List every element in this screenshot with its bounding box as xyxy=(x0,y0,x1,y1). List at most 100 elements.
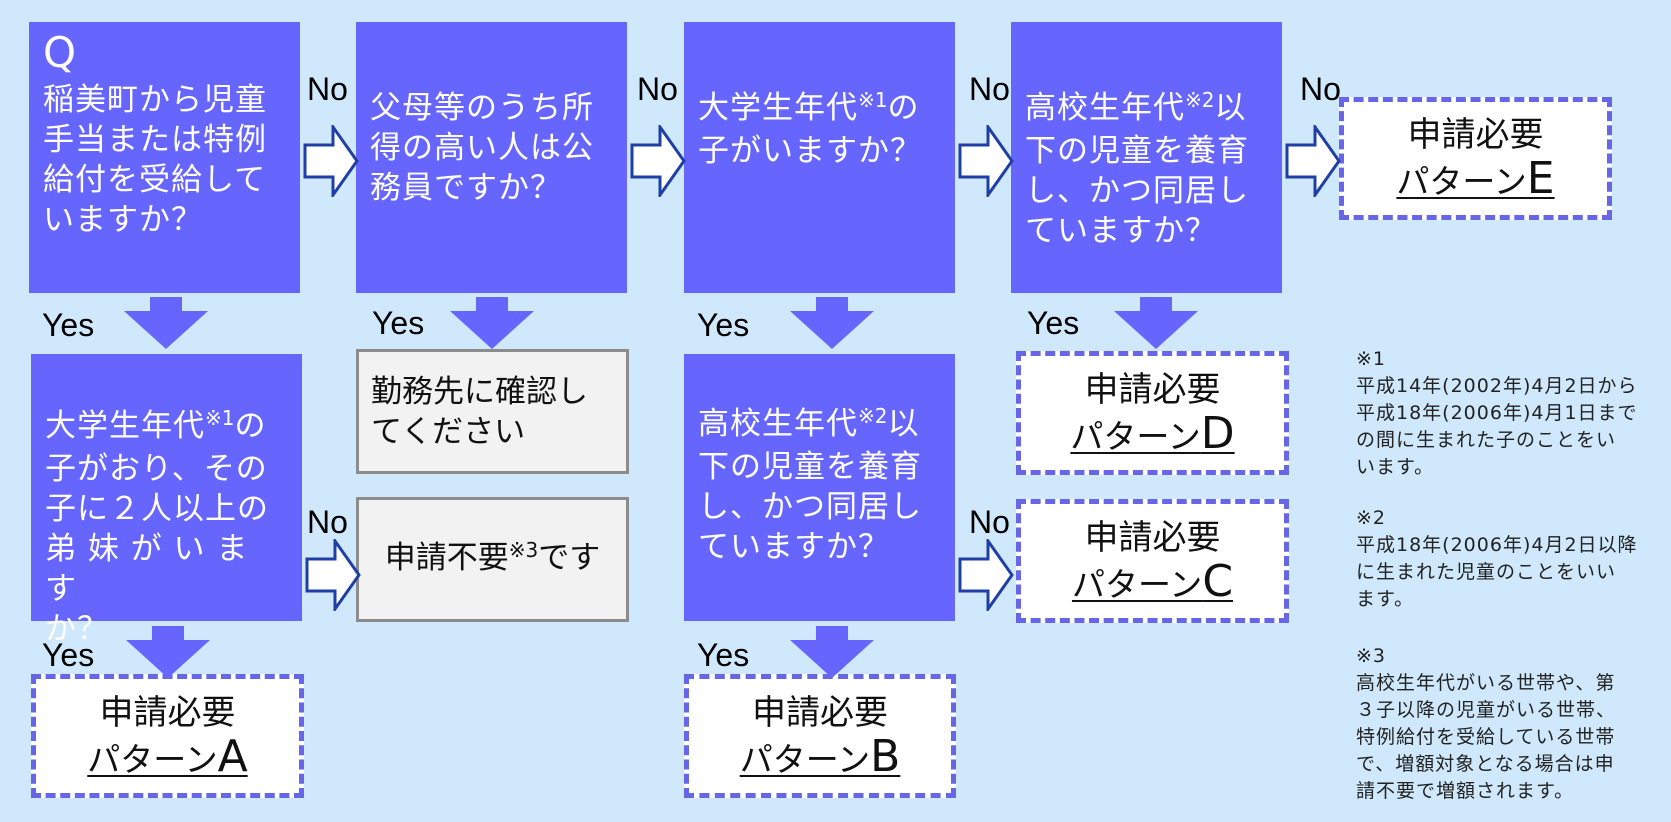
footnote-line: います。 xyxy=(1356,456,1435,478)
confirm-line: 勤務先に確認し xyxy=(371,373,588,410)
question-box-5: 大学生年代※1の 子がおり、その 子に２人以上の 弟 妹 が い ま す か？ xyxy=(31,354,302,647)
q1-line: 手当または特例 xyxy=(43,122,267,158)
q4-line: 下の児童を養育 xyxy=(1025,133,1249,169)
footnote-line: 特例給付を受給している世帯 xyxy=(1356,726,1616,748)
no-label: No xyxy=(637,71,678,107)
result-box-c: 申請必要 パターンC xyxy=(1016,499,1289,623)
q4-text: 高校生年代 xyxy=(1025,90,1185,126)
no-arrow-icon xyxy=(305,539,361,611)
pattern-letter: D xyxy=(1200,407,1235,459)
q5-text: 大学生年代 xyxy=(45,408,205,444)
no-label: No xyxy=(307,504,348,540)
q-mark: Q xyxy=(43,28,78,77)
footnote-1: ※1 平成14年(2002年)4月2日から 平成18年(2006年)4月1日まで… xyxy=(1356,346,1666,481)
footnote-ref-2: ※2 xyxy=(1185,88,1215,112)
result-required-label: 申請必要 xyxy=(99,692,236,733)
yes-label: Yes xyxy=(42,637,95,673)
q2-line: 得の高い人は公 xyxy=(370,130,594,166)
no-label: No xyxy=(969,71,1010,107)
footnote-line: の間に生まれた子のことをい xyxy=(1356,429,1617,451)
q1-line: 給付を受給して xyxy=(43,162,267,198)
result-box-d: 申請必要 パターンD xyxy=(1016,351,1289,475)
question-box-4: 高校生年代※2以 下の児童を養育 し、かつ同居し ていますか？ xyxy=(1011,22,1282,293)
footnote-3: ※3 高校生年代がいる世帯や、第 ３子以降の児童がいる世帯、 特例給付を受給して… xyxy=(1356,643,1666,805)
q5-line: 大学生年代※1の xyxy=(45,406,288,449)
q4-line: し、かつ同居し xyxy=(1025,173,1249,209)
q5-line: か？ xyxy=(45,611,109,647)
footnote-mark: ※1 xyxy=(1356,348,1387,370)
footnote-2: ※2 平成18年(2006年)4月2日以降 に生まれた児童のことをいい ます。 xyxy=(1356,505,1666,613)
q5-line: 弟 妹 が い ま す xyxy=(45,531,249,607)
pattern-prefix: パターン xyxy=(1396,162,1527,201)
yes-label: Yes xyxy=(697,307,750,343)
no-label: No xyxy=(969,504,1010,540)
yes-label: Yes xyxy=(1027,305,1080,341)
q3-line: 大学生年代※1の xyxy=(698,88,941,131)
not-required-label: 申請不要 xyxy=(384,540,509,576)
yes-label: Yes xyxy=(372,305,425,341)
footnote-mark: ※2 xyxy=(1356,507,1387,529)
q5-line: 子に２人以上の xyxy=(45,491,269,527)
not-required-suffix: です xyxy=(538,540,601,576)
pattern-letter: C xyxy=(1202,555,1234,607)
not-required-box: 申請不要※3です xyxy=(356,497,629,622)
q6-line: 高校生年代※2以 xyxy=(698,404,941,447)
result-box-b: 申請必要 パターンB xyxy=(684,674,956,798)
q4-line: 高校生年代※2以 xyxy=(1025,88,1268,131)
yes-arrow-icon xyxy=(790,297,874,349)
q3-line: 子がいますか？ xyxy=(698,133,922,169)
question-box-2: 父母等のうち所 得の高い人は公 務員ですか？ xyxy=(356,22,627,293)
question-box-3: 大学生年代※1の 子がいますか？ xyxy=(684,22,955,293)
no-arrow-icon xyxy=(630,125,686,197)
pattern-letter: A xyxy=(217,730,248,782)
footnote-line: 平成14年(2002年)4月2日から xyxy=(1356,375,1638,397)
question-box-1: Q 稲美町から児童 手当または特例 給付を受給して いますか？ xyxy=(29,22,300,293)
q6-line: 下の児童を養育 xyxy=(698,449,922,485)
footnote-line: 平成18年(2006年)4月1日まで xyxy=(1356,402,1638,424)
footnote-line: ３子以降の児童がいる世帯、 xyxy=(1356,699,1617,721)
not-required-text: 申請不要※3です xyxy=(385,538,600,581)
q3-text: の xyxy=(887,90,920,126)
no-arrow-icon xyxy=(1285,125,1341,197)
confirm-employer-box: 勤務先に確認し てください xyxy=(356,349,629,474)
q2-line: 父母等のうち所 xyxy=(370,90,594,126)
no-label: No xyxy=(1300,71,1341,107)
footnote-line: 請不要で増額されます。 xyxy=(1356,780,1575,802)
q3-text: 大学生年代 xyxy=(698,90,858,126)
result-box-a: 申請必要 パターンA xyxy=(31,674,304,798)
result-required-label: 申請必要 xyxy=(1084,517,1221,558)
result-pattern: パターンC xyxy=(1072,559,1233,607)
yes-label: Yes xyxy=(697,637,750,673)
no-arrow-icon xyxy=(303,125,359,197)
pattern-letter: B xyxy=(870,730,901,782)
question-box-6: 高校生年代※2以 下の児童を養育 し、かつ同居し ていますか？ xyxy=(684,354,955,621)
yes-arrow-icon xyxy=(126,626,210,678)
yes-arrow-icon xyxy=(124,297,208,349)
footnote-ref-1: ※1 xyxy=(205,406,235,430)
no-arrow-icon xyxy=(958,125,1014,197)
yes-arrow-icon xyxy=(450,297,534,349)
footnote-mark: ※3 xyxy=(1356,645,1387,667)
result-required-label: 申請必要 xyxy=(1084,369,1221,410)
q2-line: 務員ですか？ xyxy=(370,170,562,206)
pattern-letter: E xyxy=(1526,153,1555,204)
yes-arrow-icon xyxy=(1114,297,1198,349)
result-pattern: パターンB xyxy=(739,734,901,782)
yes-label: Yes xyxy=(42,307,95,343)
pattern-prefix: パターン xyxy=(739,739,871,779)
result-pattern: パターンD xyxy=(1070,411,1234,459)
result-box-e: 申請必要 パターンE xyxy=(1339,97,1612,220)
q6-line: し、かつ同居し xyxy=(698,489,922,525)
q1-line: いますか？ xyxy=(43,202,203,238)
q4-line: ていますか？ xyxy=(1025,213,1217,249)
q5-text: の xyxy=(234,408,267,444)
q1-line: 稲美町から児童 xyxy=(43,82,267,118)
footnote-line: 平成18年(2006年)4月2日以降 xyxy=(1356,534,1638,556)
footnote-line: で、増額対象となる場合は申 xyxy=(1356,753,1615,775)
footnote-line: 高校生年代がいる世帯や、第 xyxy=(1356,672,1616,694)
footnote-ref-3: ※3 xyxy=(508,538,539,562)
result-pattern: パターンA xyxy=(87,734,247,782)
pattern-prefix: パターン xyxy=(1070,416,1201,456)
result-required-label: 申請必要 xyxy=(1407,115,1544,155)
no-arrow-icon xyxy=(958,539,1014,611)
